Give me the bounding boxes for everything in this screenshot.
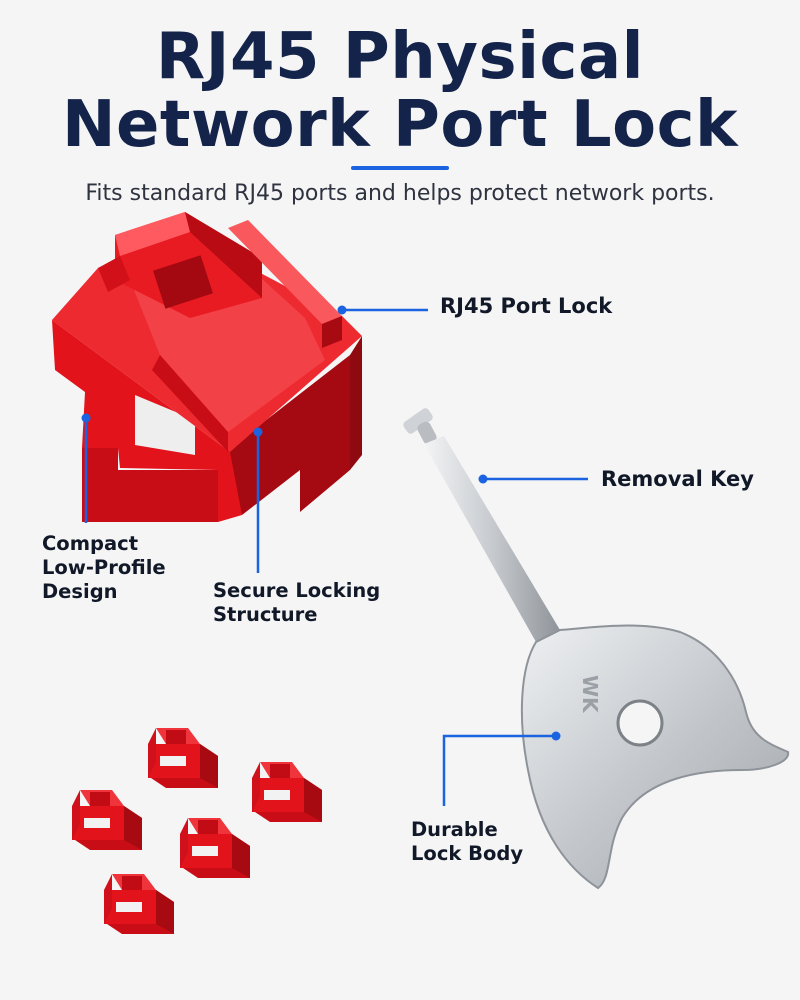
page-title-line-1: RJ45 Physical <box>155 20 645 94</box>
callout-label-durable: Durable Lock Body <box>411 818 524 865</box>
mini-locks-image <box>72 728 322 934</box>
callout-dots <box>81 305 561 741</box>
callout-label-port-lock: RJ45 Port Lock <box>440 294 613 318</box>
page-subtitle: Fits standard RJ45 ports and helps prote… <box>85 181 715 206</box>
removal-key-image: WK <box>403 408 790 890</box>
title-underline <box>351 166 449 170</box>
page-title-line-2: Network Port Lock <box>61 88 739 162</box>
callout-label-removal-key: Removal Key <box>601 467 754 491</box>
callout-lines <box>84 308 588 806</box>
rj45-port-lock-image <box>52 212 362 522</box>
callout-label-secure: Secure Locking Structure <box>213 579 381 626</box>
callout-label-compact: Compact Low-Profile Design <box>42 532 166 603</box>
key-engraving: WK <box>578 675 602 714</box>
